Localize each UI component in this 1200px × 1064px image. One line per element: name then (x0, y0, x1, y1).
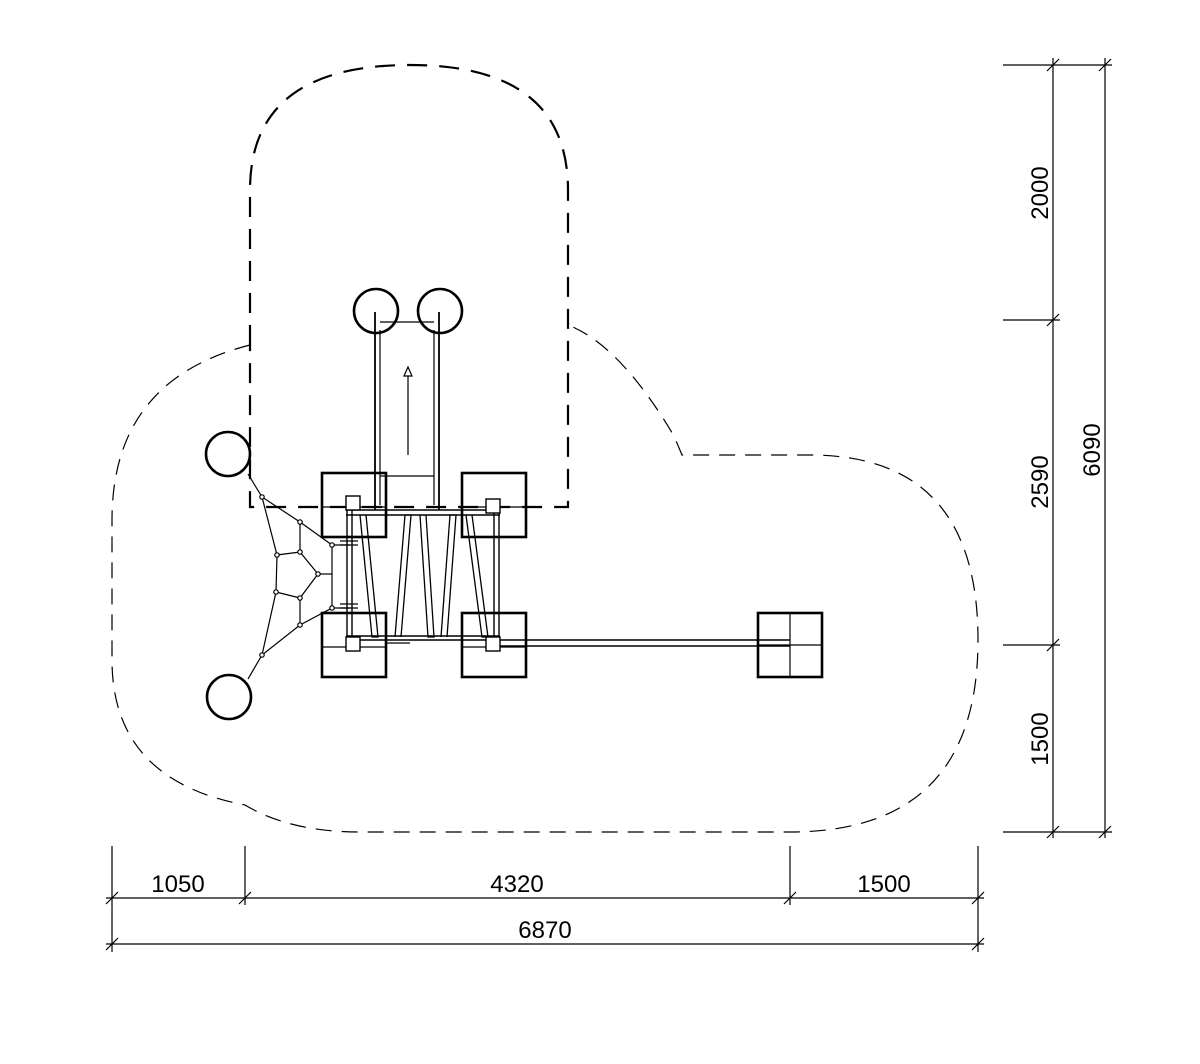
arrow-head-icon (403, 365, 413, 377)
dim-right-segment-1: 2000 (1027, 166, 1054, 219)
right-dimensions (1003, 58, 1112, 839)
slide-safety-zone-outline (248, 63, 570, 509)
overall-safety-zone-outline (111, 324, 979, 833)
dim-right-total: 6090 (1079, 423, 1106, 476)
dim-right-segment-3: 1500 (1027, 712, 1054, 765)
dim-bottom-segment-1: 1050 (151, 871, 204, 898)
climbing-net (247, 473, 350, 680)
slide-post-right (416, 287, 464, 335)
net-anchor-post-bottom (205, 673, 253, 721)
platform-footings (320, 471, 824, 679)
net-anchor-post-top (204, 430, 252, 478)
platform-frame (340, 495, 501, 652)
dim-right-segment-2: 2590 (1027, 455, 1054, 508)
balance-beam (500, 639, 790, 647)
dim-bottom-total: 6870 (518, 917, 571, 944)
slide-post-left (352, 287, 400, 335)
slide (374, 312, 440, 510)
bottom-dimensions (105, 846, 985, 952)
dim-bottom-segment-3: 1500 (857, 871, 910, 898)
dim-bottom-segment-2: 4320 (490, 871, 543, 898)
